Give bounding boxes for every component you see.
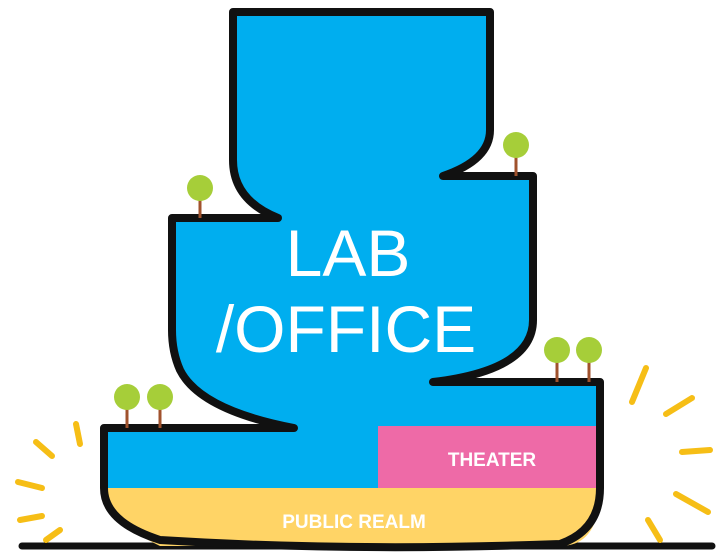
theater-label: THEATER	[448, 450, 537, 471]
sparkle-icon	[629, 365, 713, 543]
lab-office-label-line1: LAB	[286, 216, 411, 290]
building-outline	[100, 8, 604, 552]
tree-icon	[544, 337, 570, 382]
tree-icon	[576, 337, 602, 382]
lab-office-building	[104, 12, 600, 488]
theater-block	[378, 426, 596, 488]
tree-icon	[114, 384, 140, 428]
tree-icon	[503, 132, 529, 176]
sparkle-icon	[15, 421, 83, 543]
tree-icon	[187, 175, 213, 218]
public-realm-label: PUBLIC REALM	[282, 512, 426, 533]
lab-office-label-line2: /OFFICE	[216, 292, 476, 366]
public-realm-base	[106, 488, 598, 548]
tree-icon	[147, 384, 173, 428]
